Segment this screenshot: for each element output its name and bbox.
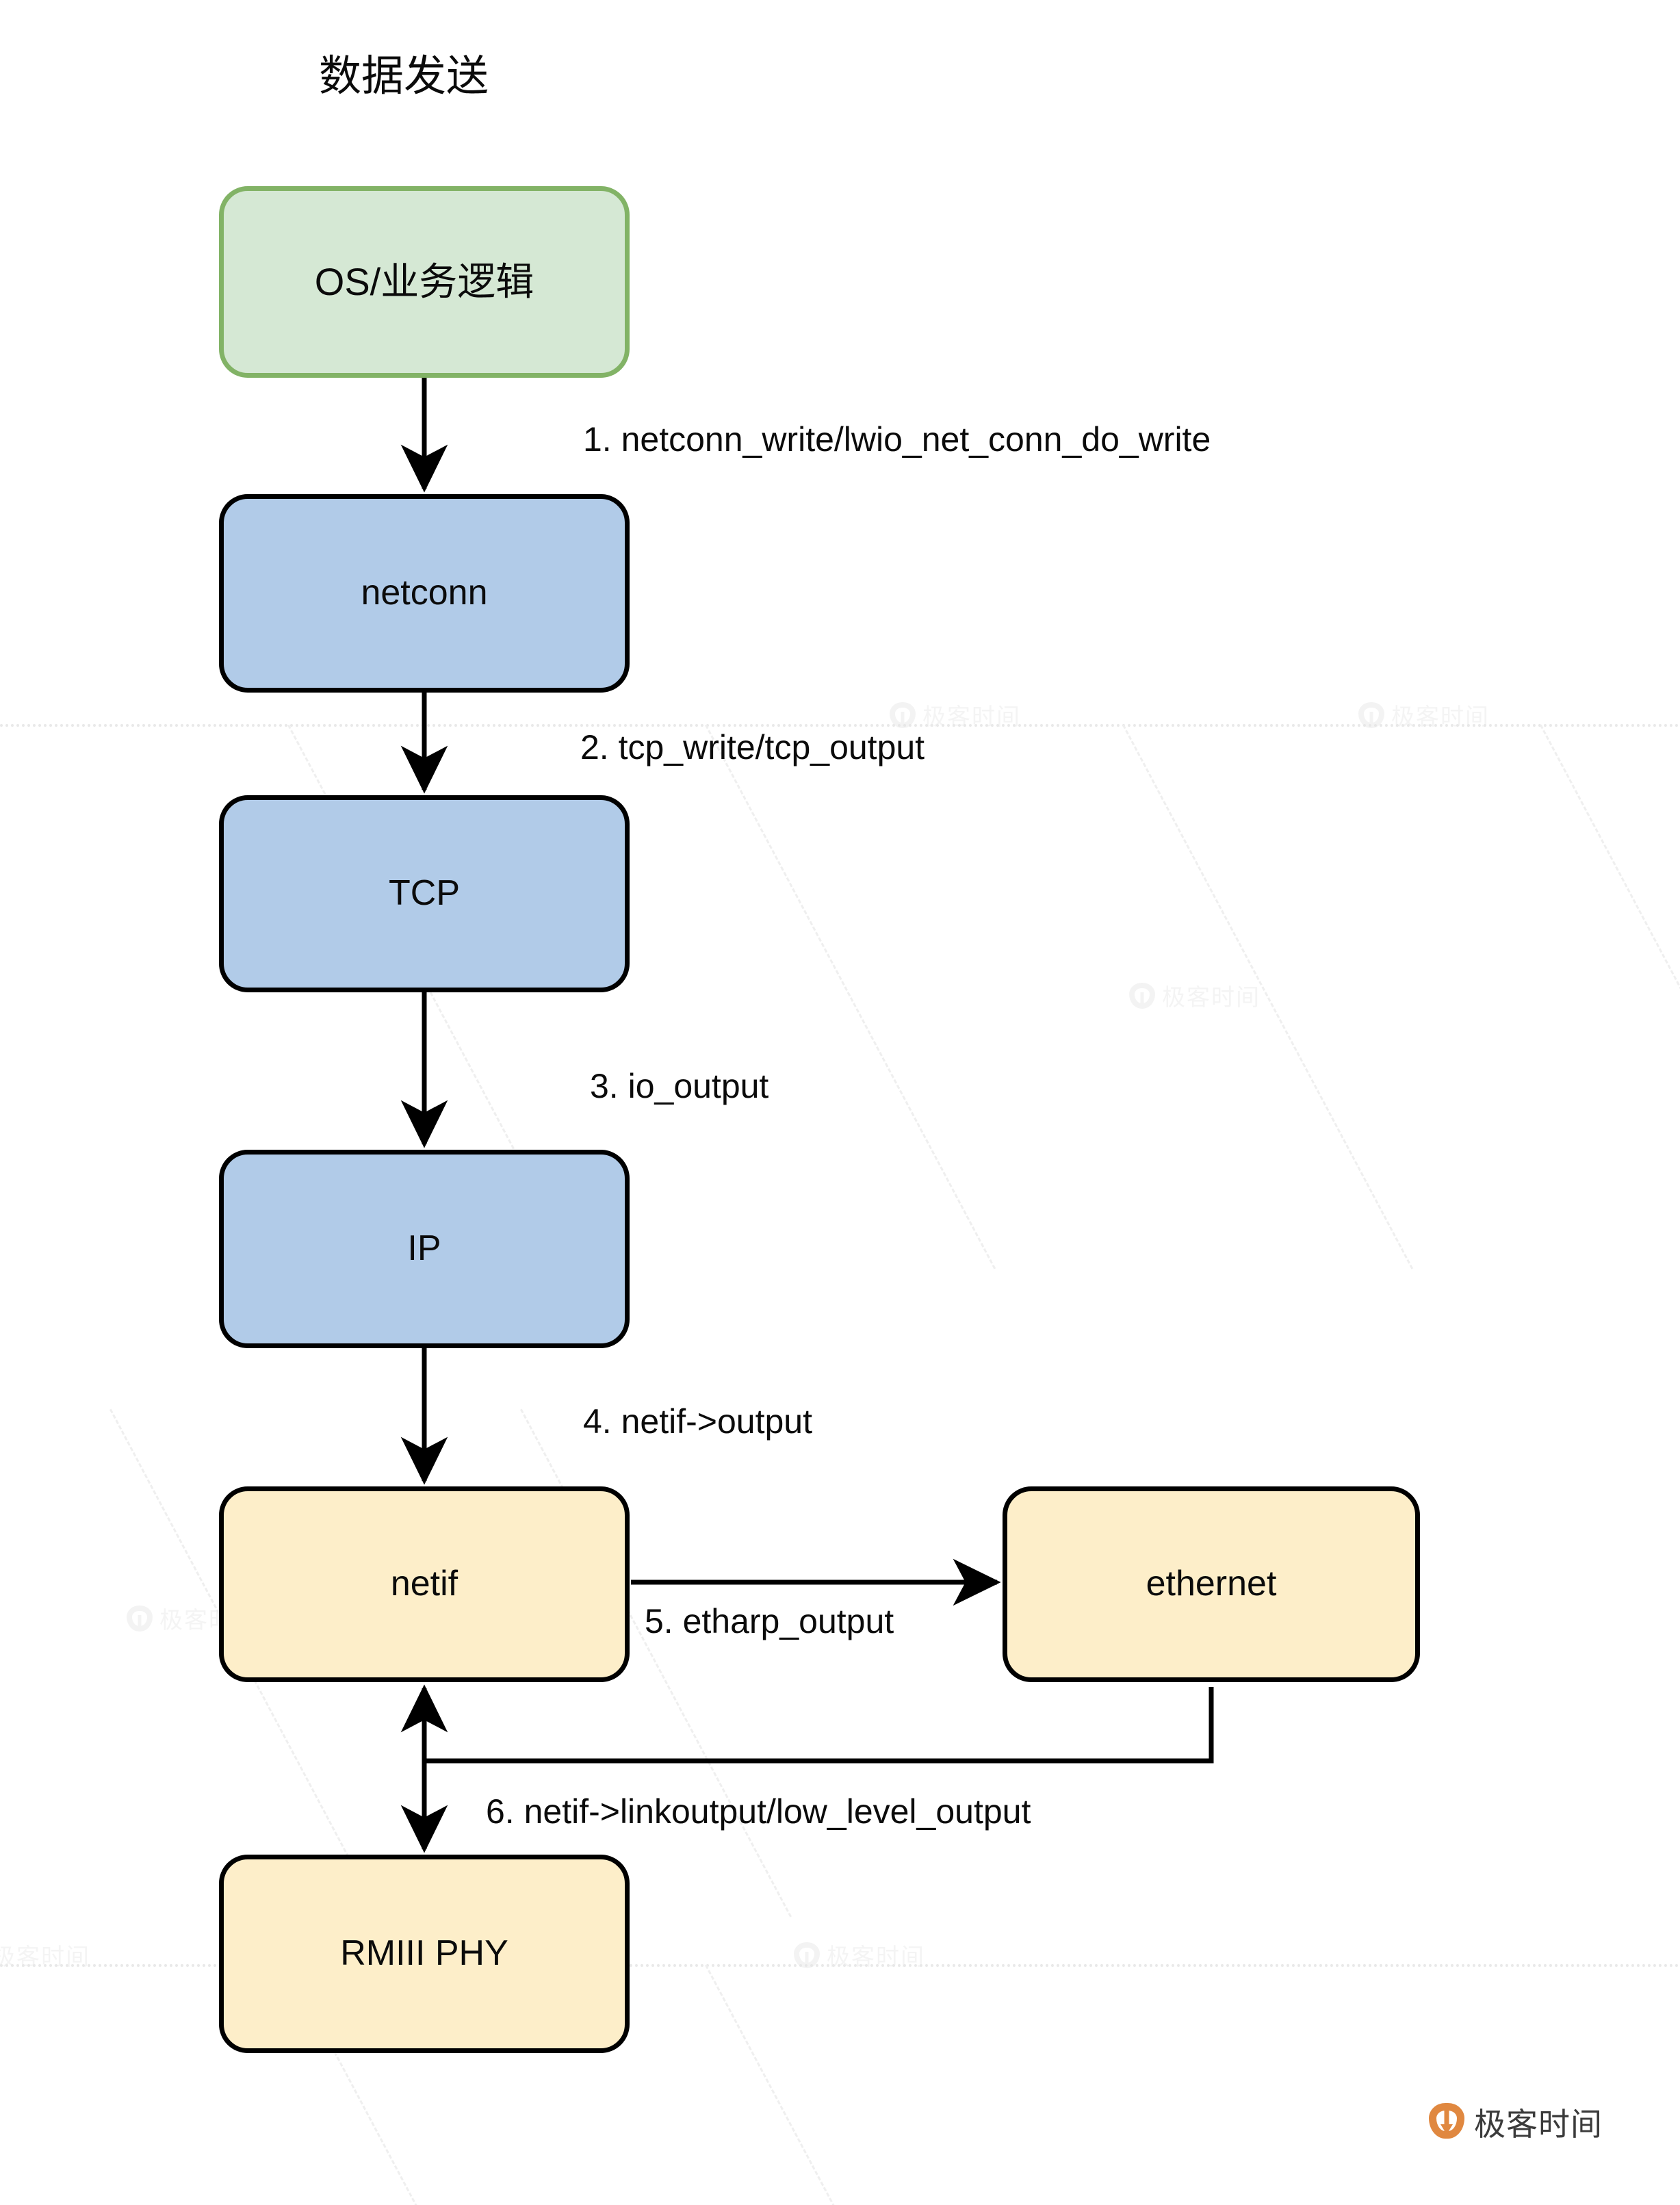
edge-label-1: 1. netconn_write/lwio_net_conn_do_write [583,420,1211,459]
node-label: ethernet [1146,1564,1277,1604]
edge-label-4: 4. netif->output [583,1402,812,1441]
edge-label-6: 6. netif->linkoutput/low_level_output [486,1792,1031,1831]
location-pin-icon [1429,2103,1464,2141]
node-ip[interactable]: IP [219,1150,630,1348]
node-label: IP [407,1228,441,1269]
edge-label-2: 2. tcp_write/tcp_output [580,728,925,766]
edge-label-3: 3. io_output [590,1067,769,1105]
node-label: TCP [389,873,460,914]
brand-name: 极客时间 [1474,2106,1603,2142]
node-label: netif [390,1564,458,1604]
node-label: OS/业务逻辑 [314,259,534,303]
brand-logo: 极客时间 [1429,2100,1603,2145]
node-label: RMIII PHY [340,1933,508,1974]
node-tcp[interactable]: TCP [219,795,630,992]
node-netconn[interactable]: netconn [219,494,630,693]
edge-ethernet-return [424,1687,1214,1764]
node-netif[interactable]: netif [219,1486,630,1682]
node-ethernet[interactable]: ethernet [1003,1486,1420,1682]
node-label: netconn [361,573,488,613]
page-title: 数据发送 [319,53,489,100]
node-os-business-logic[interactable]: OS/业务逻辑 [219,186,630,378]
edge-label-5: 5. etharp_output [645,1602,894,1640]
node-rmiii-phy[interactable]: RMIII PHY [219,1855,630,2053]
